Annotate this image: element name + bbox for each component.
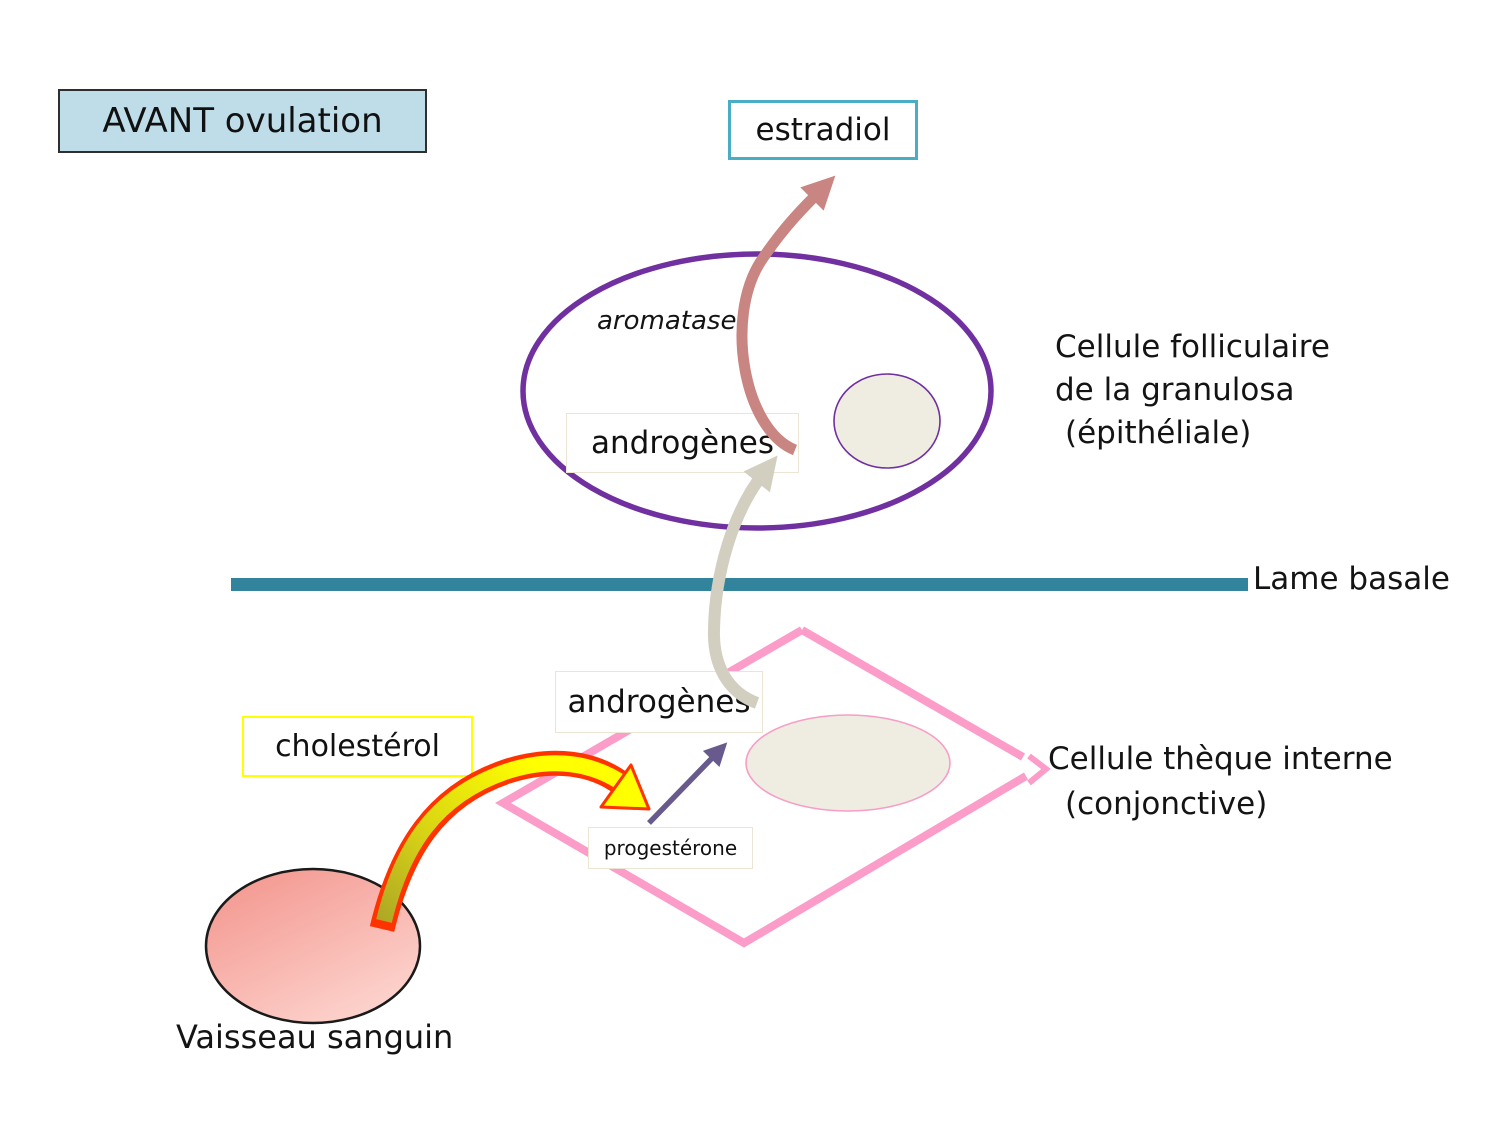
basal-lamina-label: Lame basale: [1253, 561, 1450, 597]
androgens-granulosa-label: androgènes: [591, 425, 774, 461]
theca-nucleus: [745, 714, 951, 812]
estradiol-label: estradiol: [755, 112, 891, 148]
androgens-theca-label: androgènes: [567, 684, 751, 720]
cholesterol-label: cholestérol: [275, 729, 440, 764]
theca-cell-title-line2: (conjonctive): [1065, 786, 1268, 822]
theca-cell-title-line1: Cellule thèque interne: [1048, 741, 1393, 777]
granulosa-nucleus: [833, 373, 941, 469]
blood-vessel-ellipse: [204, 867, 422, 1025]
granulosa-cell-title-line1: Cellule folliculaire: [1055, 329, 1330, 365]
progesterone-box: progestérone: [588, 827, 753, 869]
progesterone-label: progestérone: [603, 836, 738, 860]
aromatase-label: aromatase: [597, 306, 737, 336]
estradiol-box: estradiol: [728, 100, 918, 160]
androgens-granulosa-box: androgènes: [566, 413, 799, 473]
blood-vessel-label: Vaisseau sanguin: [176, 1018, 454, 1056]
granulosa-cell-title: Cellule folliculaire de la granulosa (ép…: [1055, 326, 1330, 455]
androgens-theca-box: androgènes: [555, 671, 763, 733]
phase-badge: AVANT ovulation: [58, 89, 427, 153]
basal-lamina-line: [231, 578, 1248, 591]
cholesterol-box: cholestérol: [242, 716, 473, 777]
theca-cell-title: Cellule thèque interne (conjonctive): [1048, 737, 1393, 827]
theca-cell-membrane-top-right-edge: [800, 626, 1025, 761]
granulosa-cell-title-line2: de la granulosa: [1055, 372, 1295, 408]
granulosa-cell-title-line3: (épithéliale): [1065, 415, 1252, 451]
theca-pointer-chevron-icon: [1027, 753, 1051, 786]
phase-badge-label: AVANT ovulation: [102, 101, 383, 141]
